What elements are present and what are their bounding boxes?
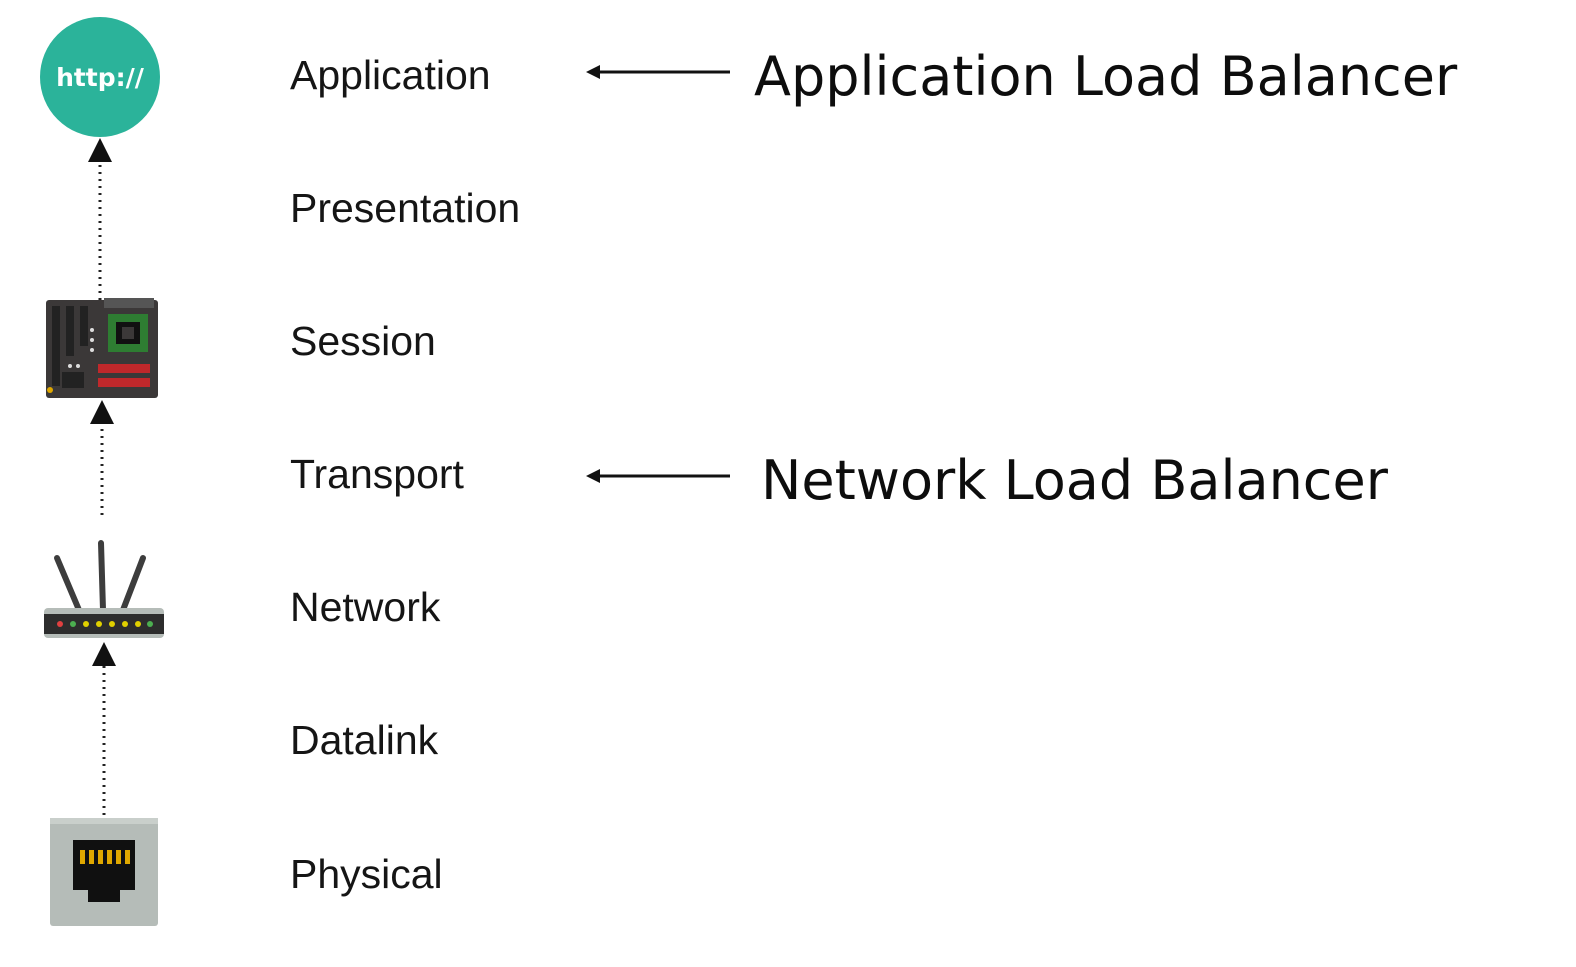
arrowhead-network-lb (586, 469, 600, 483)
layer-label-datalink: Datalink (290, 717, 439, 763)
lb-arrows (586, 65, 730, 483)
layer-label-physical: Physical (290, 851, 443, 897)
layer-label-presentation: Presentation (290, 185, 520, 231)
http-globe-icon: http:// (40, 17, 160, 137)
layer-connectors (98, 162, 106, 815)
layer-label-application: Application (290, 52, 491, 98)
layer-label-transport: Transport (290, 451, 465, 497)
http-icon-text: http:// (56, 63, 145, 92)
layer-labels: Application Presentation Session Transpo… (290, 52, 520, 897)
arrowhead-network (92, 642, 116, 666)
layer-label-network: Network (290, 584, 441, 630)
application-load-balancer-label: Application Load Balancer (754, 45, 1458, 108)
circuit-board-icon (46, 298, 158, 398)
router-icon (44, 540, 164, 638)
arrowhead-application (88, 138, 112, 162)
connector-arrowheads (88, 138, 116, 666)
arrowhead-session (90, 400, 114, 424)
network-load-balancer-label: Network Load Balancer (761, 449, 1389, 512)
layer-label-session: Session (290, 318, 436, 364)
ethernet-port-icon (50, 818, 158, 926)
arrowhead-application-lb (586, 65, 600, 79)
